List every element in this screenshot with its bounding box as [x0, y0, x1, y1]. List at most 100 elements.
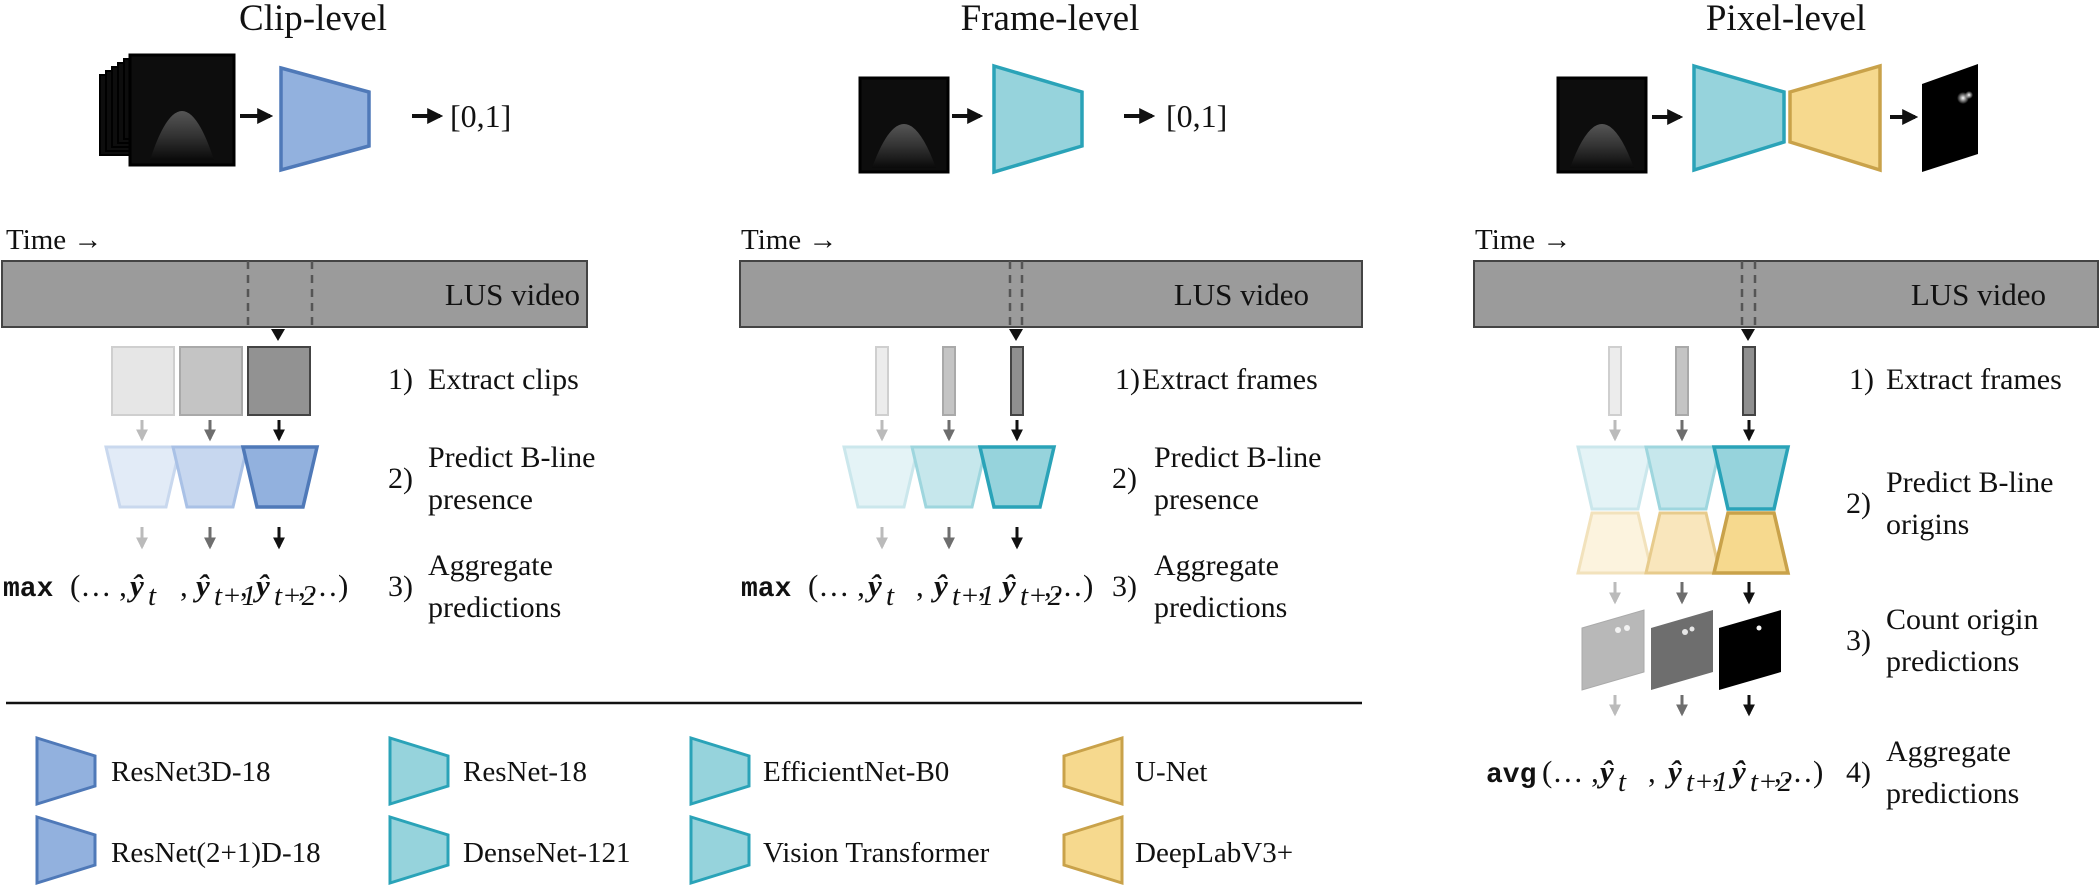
- svg-text:,: ,: [1044, 568, 1052, 603]
- legend-item-resnet-18: ResNet-18: [388, 735, 587, 807]
- time-label: Time →: [6, 224, 102, 256]
- pixel-frame-t1: [1675, 346, 1689, 416]
- segmentation-encoder: [1692, 63, 1786, 173]
- frame-t2: [1010, 346, 1024, 416]
- frame-output-range: [0,1]: [1166, 98, 1227, 134]
- svg-text:Predict B-line: Predict B-line: [428, 441, 595, 474]
- svg-text:t+2: t+2: [1020, 580, 1062, 612]
- mask-t1: [1651, 610, 1713, 690]
- svg-text:2): 2): [1846, 487, 1871, 520]
- svg-text:4): 4): [1846, 756, 1871, 789]
- svg-text:EfficientNet-B0: EfficientNet-B0: [763, 756, 949, 788]
- svg-text:Extract frames: Extract frames: [1886, 363, 2062, 396]
- clip-output-range: [0,1]: [450, 98, 511, 134]
- svg-text:,: ,: [1712, 754, 1720, 789]
- frame-t: [875, 346, 889, 416]
- legend: ResNet3D-18 ResNet-18 EfficientNet-B0 U-…: [35, 735, 1293, 886]
- svg-text:ŷ: ŷ: [192, 568, 210, 603]
- encoder-resnet3d: [279, 65, 371, 173]
- legend-item-vision-transformer: Vision Transformer: [689, 814, 990, 886]
- mask-t2: [1719, 610, 1781, 690]
- legend-item-efficientnet-b0: EfficientNet-B0: [689, 735, 949, 807]
- clip-t1: [179, 346, 243, 416]
- frame-level-title: Frame-level: [961, 0, 1140, 39]
- pixel-frame-t2: [1742, 346, 1756, 416]
- frame-predictor-t: [842, 445, 920, 509]
- svg-text:ŷ: ŷ: [1596, 754, 1614, 789]
- svg-text:presence: presence: [428, 483, 533, 516]
- clip-predictor-t: [104, 445, 182, 509]
- svg-text:ŷ: ŷ: [864, 568, 882, 603]
- pixel-level-title: Pixel-level: [1706, 0, 1866, 39]
- clip-stack-image: [99, 53, 236, 167]
- video-label: LUS video: [1174, 277, 1309, 312]
- clip-step-2: 2) Predict B-line presence: [388, 441, 595, 516]
- svg-text:max: max: [3, 574, 54, 605]
- svg-text:,: ,: [916, 568, 924, 603]
- svg-text:Extract clips: Extract clips: [428, 363, 579, 396]
- time-label: Time →: [1475, 224, 1571, 256]
- legend-item-resnet3d-18: ResNet3D-18: [35, 735, 270, 807]
- svg-text:max: max: [741, 574, 792, 605]
- svg-text:ResNet(2+1)D-18: ResNet(2+1)D-18: [111, 837, 321, 869]
- clip-predictor-t2: [240, 445, 320, 509]
- svg-text:,: ,: [1774, 754, 1782, 789]
- pixel-decoder-t: [1576, 511, 1654, 575]
- svg-text:(… ,: (… ,: [70, 568, 127, 603]
- frame-step-1: 1) Extract frames: [1115, 363, 1318, 396]
- pixel-output-mask: [1922, 64, 1978, 172]
- svg-text:ŷ: ŷ: [930, 568, 948, 603]
- svg-text:3): 3): [388, 570, 413, 603]
- pixel-input-image: [1556, 76, 1648, 174]
- svg-text:Aggregate: Aggregate: [428, 549, 553, 582]
- pixel-timeline: Time → LUS video: [1473, 224, 2099, 341]
- clip-level-title: Clip-level: [239, 0, 387, 39]
- legend-item-resnet2plus1d-18: ResNet(2+1)D-18: [35, 814, 321, 886]
- lus-video-bar: [739, 260, 1363, 328]
- svg-text:ŷ: ŷ: [126, 568, 144, 603]
- svg-text:t+2: t+2: [1750, 766, 1792, 798]
- svg-text:(… ,: (… ,: [1542, 754, 1599, 789]
- svg-text:,: ,: [1648, 754, 1656, 789]
- svg-text:predictions: predictions: [1154, 591, 1287, 624]
- svg-text:…): …): [1782, 754, 1823, 789]
- legend-item-densenet-121: DenseNet-121: [388, 814, 631, 886]
- svg-text:1): 1): [388, 363, 413, 396]
- svg-text:DenseNet-121: DenseNet-121: [463, 837, 631, 869]
- frame-timeline: Time → LUS video: [739, 224, 1363, 341]
- svg-text:t: t: [1618, 766, 1627, 798]
- svg-text:t+1: t+1: [214, 580, 256, 612]
- frame-image: [858, 76, 950, 174]
- svg-text:(… ,: (… ,: [808, 568, 865, 603]
- svg-text:Predict B-line: Predict B-line: [1886, 466, 2053, 499]
- svg-text:origins: origins: [1886, 508, 1969, 541]
- frame-step-3: 3) Aggregate predictions: [1112, 549, 1287, 624]
- frame-aggregate-formula: max (… , ŷ t , ŷ t+1 , ŷ t+2 , …): [741, 568, 1093, 612]
- svg-text:predictions: predictions: [1886, 645, 2019, 678]
- pixel-encoder-t1: [1644, 445, 1722, 511]
- svg-text:3): 3): [1846, 624, 1871, 657]
- svg-text:DeepLabV3+: DeepLabV3+: [1135, 837, 1293, 869]
- time-label: Time →: [741, 224, 837, 256]
- frame-step-2: 2) Predict B-line presence: [1112, 441, 1321, 516]
- svg-text:Predict B-line: Predict B-line: [1154, 441, 1321, 474]
- svg-text:Aggregate: Aggregate: [1154, 549, 1279, 582]
- svg-text:Vision Transformer: Vision Transformer: [763, 837, 990, 869]
- svg-text:Extract frames: Extract frames: [1142, 363, 1318, 396]
- clip-timeline: Time → LUS video: [1, 224, 588, 341]
- legend-item-u-net: U-Net: [1062, 735, 1207, 807]
- clip-step-3: 3) Aggregate predictions: [388, 549, 561, 624]
- svg-text:1): 1): [1849, 363, 1874, 396]
- pixel-step-2: 2) Predict B-line origins: [1846, 466, 2053, 541]
- svg-text:ŷ: ŷ: [1664, 754, 1682, 789]
- video-label: LUS video: [1911, 277, 2046, 312]
- svg-text:2): 2): [1112, 462, 1137, 495]
- svg-text:ResNet3D-18: ResNet3D-18: [111, 756, 270, 788]
- svg-text:avg: avg: [1486, 760, 1536, 791]
- svg-text:U-Net: U-Net: [1135, 756, 1207, 788]
- svg-text:predictions: predictions: [1886, 777, 2019, 810]
- pixel-encoder-t2: [1711, 445, 1791, 511]
- frame-predictor-t1: [910, 445, 988, 509]
- legend-item-deeplabv3plus: DeepLabV3+: [1062, 814, 1293, 886]
- svg-text:predictions: predictions: [428, 591, 561, 624]
